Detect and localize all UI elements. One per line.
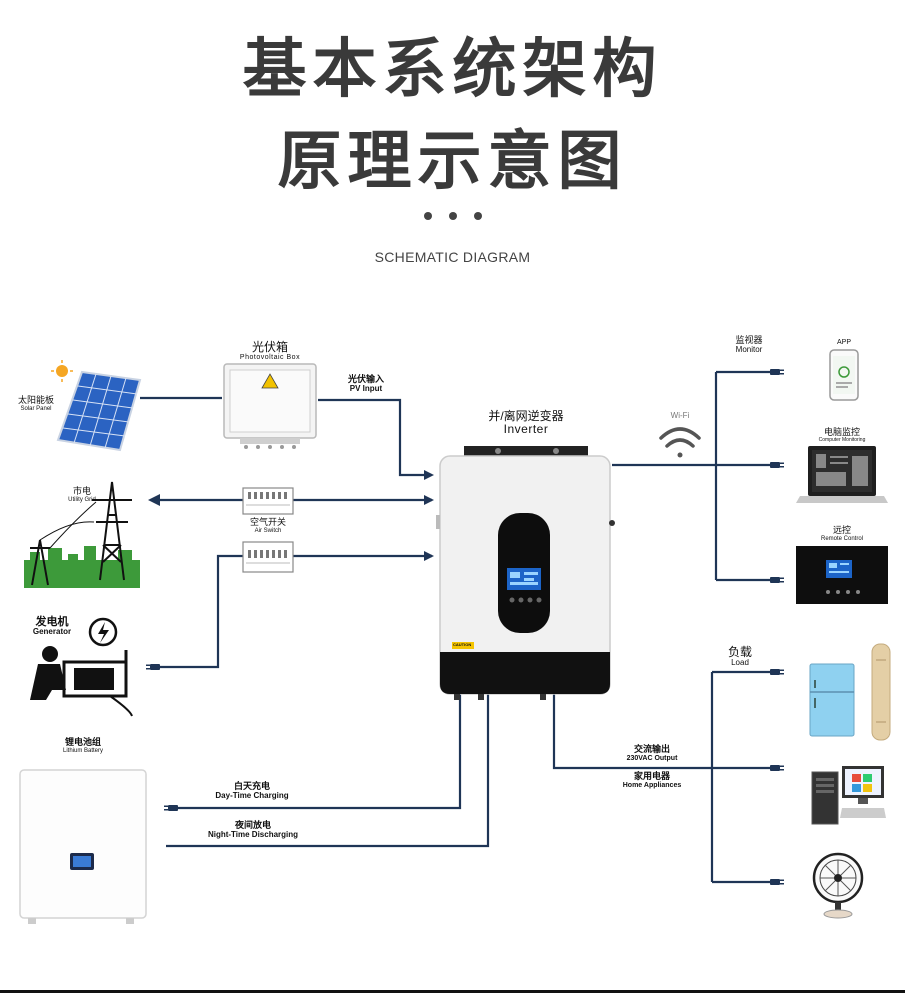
solar-panel-icon <box>51 360 142 452</box>
inverter-icon <box>436 446 615 700</box>
air-conditioner-icon <box>871 643 891 741</box>
pv-box-icon <box>223 363 317 449</box>
wire-day-charging <box>176 694 462 810</box>
desktop-computer-icon <box>811 766 886 825</box>
refrigerator-icon <box>809 663 855 737</box>
inverter-caution-label: CAUTION <box>453 642 472 647</box>
electric-fan-icon <box>812 852 864 919</box>
wire-ac-output <box>552 694 772 770</box>
lithium-battery-icon <box>19 769 147 924</box>
laptop-icon <box>796 446 888 503</box>
page-title-line1: 基本系统架构 <box>242 33 663 107</box>
page-title-line2: 原理示意图 <box>277 125 628 199</box>
wifi-label: Wi-Fi <box>670 411 690 420</box>
generator-icon <box>30 617 133 717</box>
divider-dots <box>0 212 905 220</box>
air-switch-icon-1 <box>242 487 294 515</box>
wire-night-discharging <box>166 694 490 848</box>
wifi-icon <box>659 427 701 458</box>
page-subtitle: SCHEMATIC DIAGRAM <box>374 249 531 265</box>
remote-control-icon <box>796 546 888 604</box>
bottom-border <box>0 990 905 993</box>
air-switch-icon-2 <box>242 541 294 573</box>
wire-generator <box>158 554 432 669</box>
app-phone-icon <box>829 349 859 401</box>
utility-grid-icon <box>24 481 140 588</box>
wire-pv-input <box>318 398 428 477</box>
app-label: APP <box>836 339 851 346</box>
